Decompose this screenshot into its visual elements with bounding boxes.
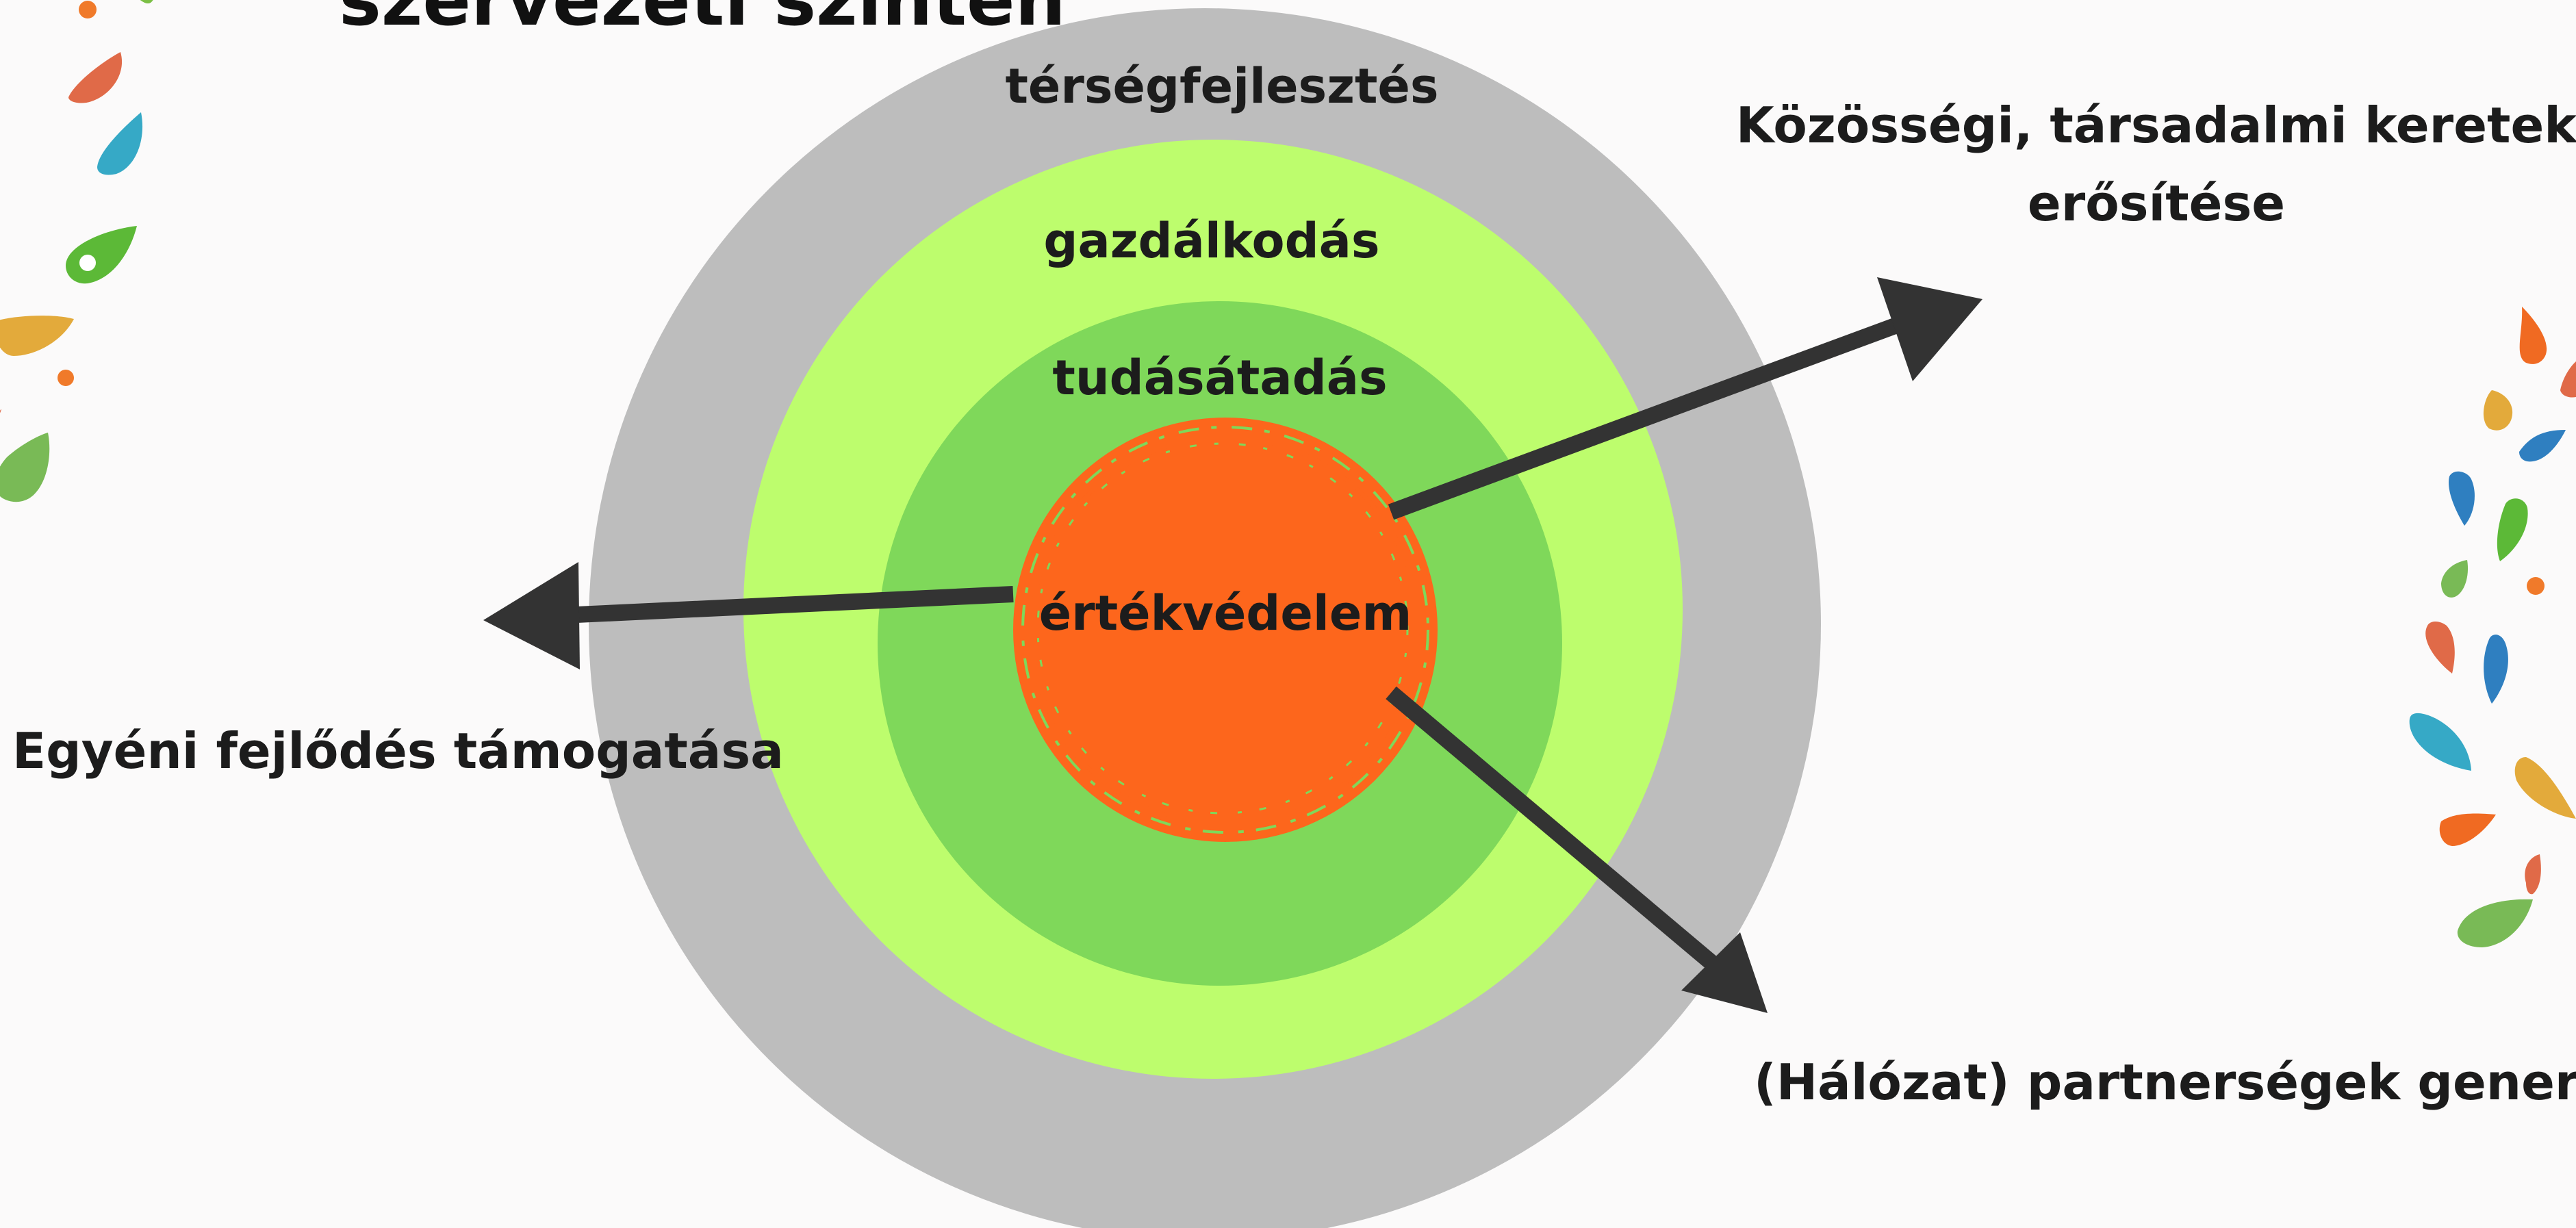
- concentric-rings: [589, 8, 1821, 1228]
- arrowhead-top-right-icon: [1877, 277, 1982, 381]
- label-egyeni-fejlodes: Egyéni fejlődés támogatása: [12, 722, 784, 780]
- label-kozossegi-line1: Közösségi, társadalmi keretek: [1736, 97, 2576, 154]
- ring-label-gazdalkodas: gazdálkodás: [1043, 213, 1379, 269]
- arrowhead-left-icon: [483, 562, 580, 669]
- label-kozossegi-line2: erősítése: [2028, 175, 2285, 232]
- arrow-top-right: [1388, 277, 1982, 520]
- ring-label-terseg: térségfejlesztés: [1005, 58, 1438, 114]
- ring-label-ertekvedelem: értékvédelem: [1039, 585, 1412, 641]
- leaf-drops-left-icon: [0, 0, 153, 502]
- core-circle: [1013, 418, 1438, 842]
- arrow-bottom-right: [1386, 686, 1768, 1013]
- arrowhead-bottom-right-icon: [1681, 932, 1768, 1013]
- page-title-partial: szervezeti szinten: [339, 0, 1066, 42]
- label-halozat-partnersegek: (Hálózat) partnerségek generálása: [1754, 1053, 2576, 1111]
- arrow-left: [483, 562, 1014, 669]
- leaf-drops-right-icon: [2409, 307, 2576, 947]
- ring-label-tudasatadas: tudásátadás: [1052, 350, 1387, 406]
